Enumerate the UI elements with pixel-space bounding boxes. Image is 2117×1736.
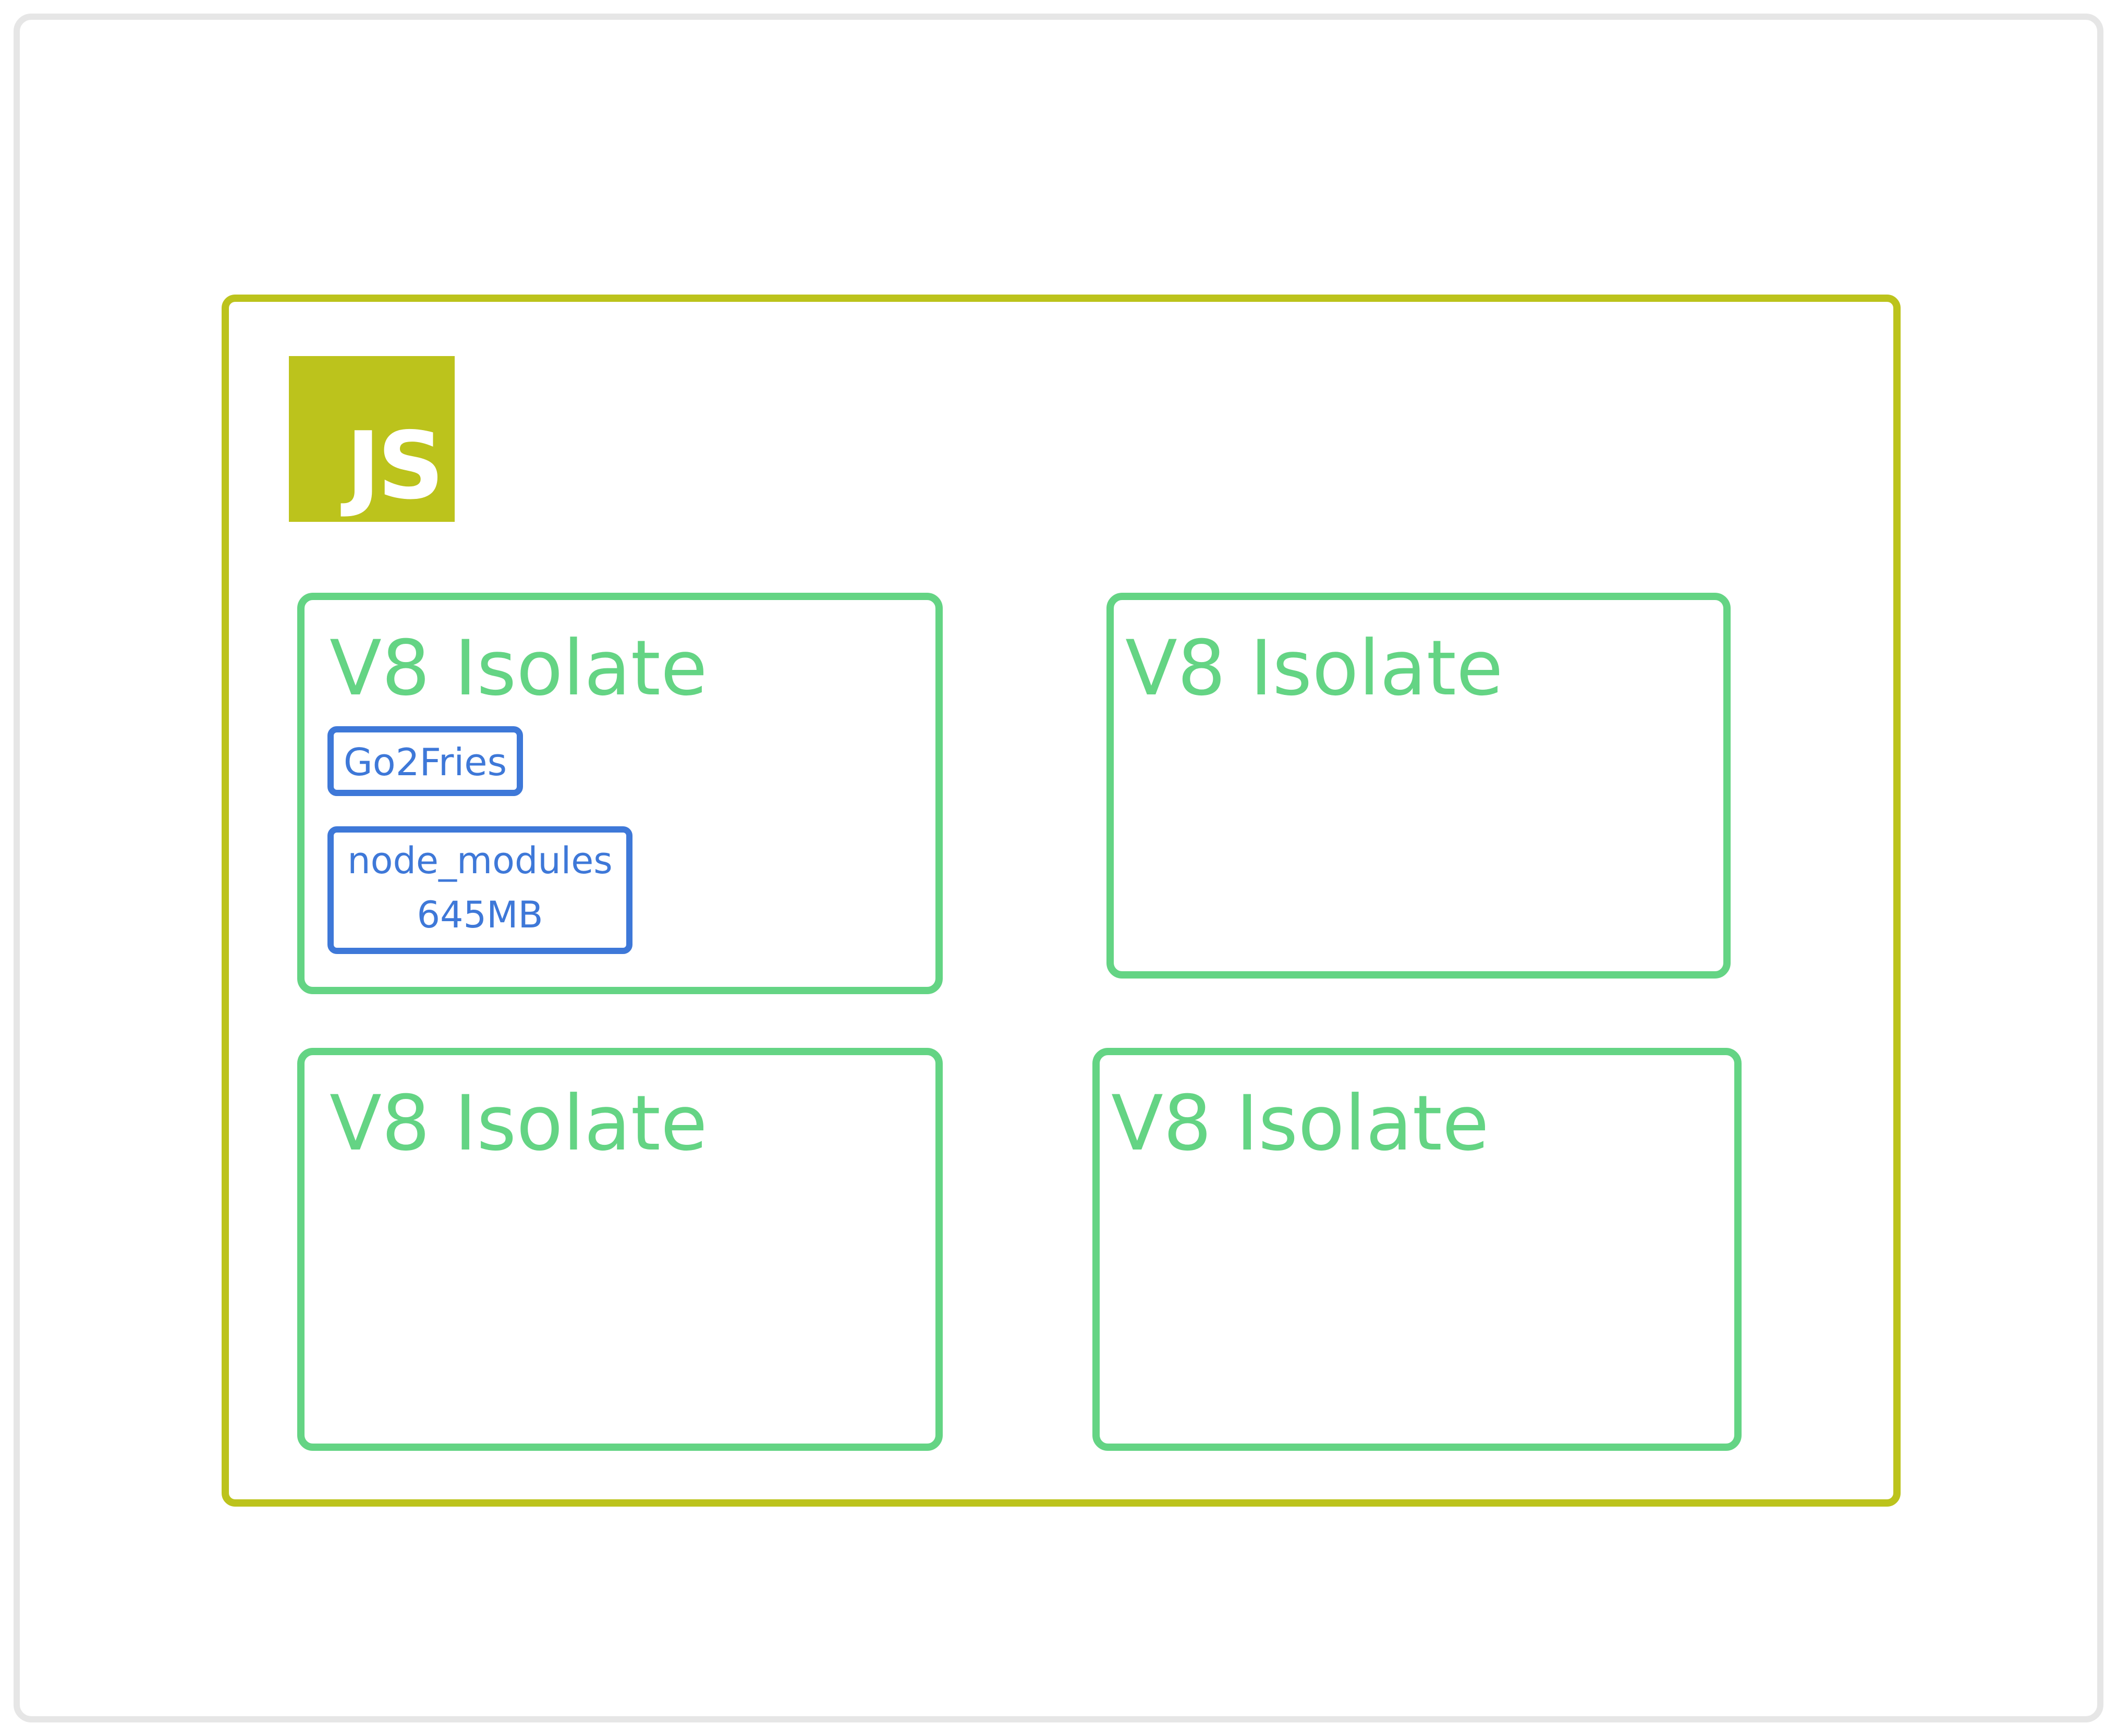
v8-isolate-title-4: V8 Isolate	[1111, 1079, 1489, 1168]
go2fries-module-label: Go2Fries	[343, 740, 507, 784]
go2fries-module-box: Go2Fries	[327, 726, 523, 796]
v8-isolate-box-4: V8 Isolate	[1092, 1048, 1742, 1451]
node-modules-box: node_modules 645MB	[327, 826, 632, 954]
v8-isolate-box-3: V8 Isolate	[297, 1048, 943, 1451]
v8-isolate-title-1: V8 Isolate	[330, 624, 708, 713]
node-modules-label: node_modules	[347, 839, 613, 882]
js-logo-text: JS	[346, 412, 444, 520]
node-modules-size: 645MB	[417, 894, 543, 936]
javascript-runtime-container	[222, 295, 1901, 1507]
javascript-logo-icon: JS	[289, 356, 455, 522]
v8-isolate-title-3: V8 Isolate	[330, 1079, 708, 1168]
v8-isolate-box-2: V8 Isolate	[1106, 593, 1731, 979]
v8-isolate-title-2: V8 Isolate	[1125, 624, 1503, 713]
